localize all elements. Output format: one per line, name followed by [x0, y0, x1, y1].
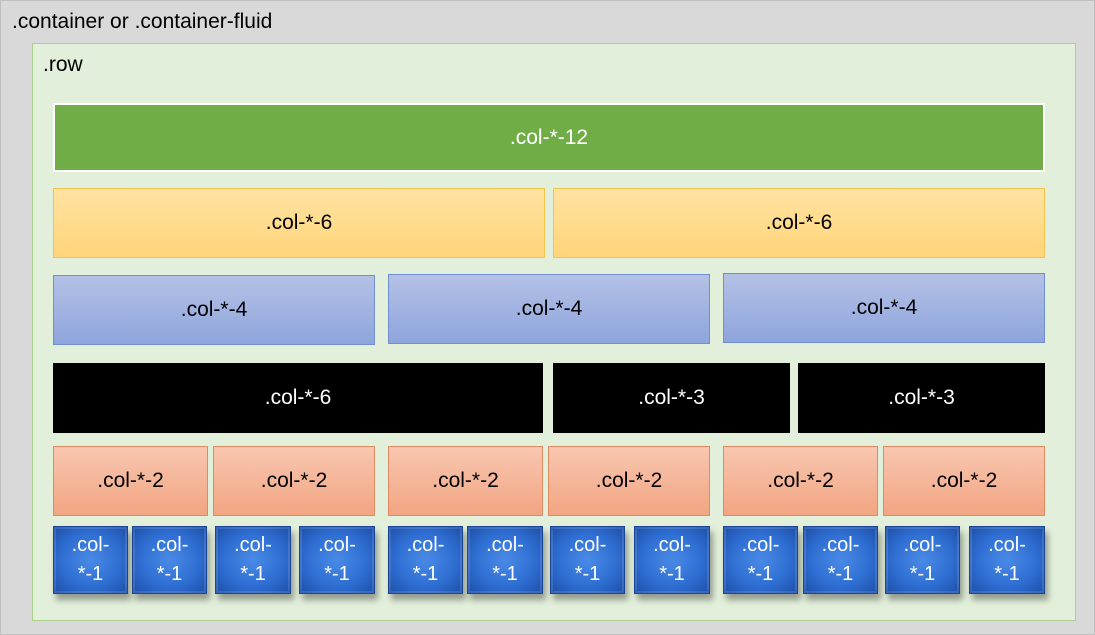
col-2-block: .col-*-2	[388, 446, 543, 516]
col-2-block: .col-*-2	[883, 446, 1045, 516]
col-1-block: .col-*-1	[634, 526, 710, 594]
col-6-block: .col-*-6	[53, 188, 545, 258]
col-2-block: .col-*-2	[53, 446, 208, 516]
col-1-block: .col-*-1	[550, 526, 625, 594]
col-2-block: .col-*-2	[213, 446, 375, 516]
col-12-block: .col-*-12	[53, 103, 1045, 172]
col-3-block: .col-*-3	[798, 363, 1045, 433]
col-6-block: .col-*-6	[53, 363, 543, 433]
col-1-block: .col-*-1	[299, 526, 375, 594]
col-1-block: .col-*-1	[467, 526, 543, 594]
col-3-block: .col-*-3	[553, 363, 790, 433]
col-1-block: .col-*-1	[215, 526, 291, 594]
row-box: .row .col-*-12 .col-*-6 .col-*-6 .col-*-…	[32, 43, 1076, 621]
col-1-block: .col-*-1	[132, 526, 207, 594]
col-1-block: .col-*-1	[803, 526, 878, 594]
col-1-block: .col-*-1	[723, 526, 798, 594]
col-1-block: .col-*-1	[969, 526, 1045, 594]
col-4-block: .col-*-4	[53, 275, 375, 345]
col-1-block: .col-*-1	[53, 526, 128, 594]
col-4-block: .col-*-4	[723, 273, 1045, 343]
col-1-block: .col-*-1	[885, 526, 960, 594]
row-label: .row	[43, 53, 83, 76]
container-label: .container or .container-fluid	[12, 10, 273, 33]
col-1-block: .col-*-1	[388, 526, 463, 594]
col-6-block: .col-*-6	[553, 188, 1045, 258]
col-2-block: .col-*-2	[548, 446, 710, 516]
col-4-block: .col-*-4	[388, 274, 710, 344]
col-2-block: .col-*-2	[723, 446, 878, 516]
